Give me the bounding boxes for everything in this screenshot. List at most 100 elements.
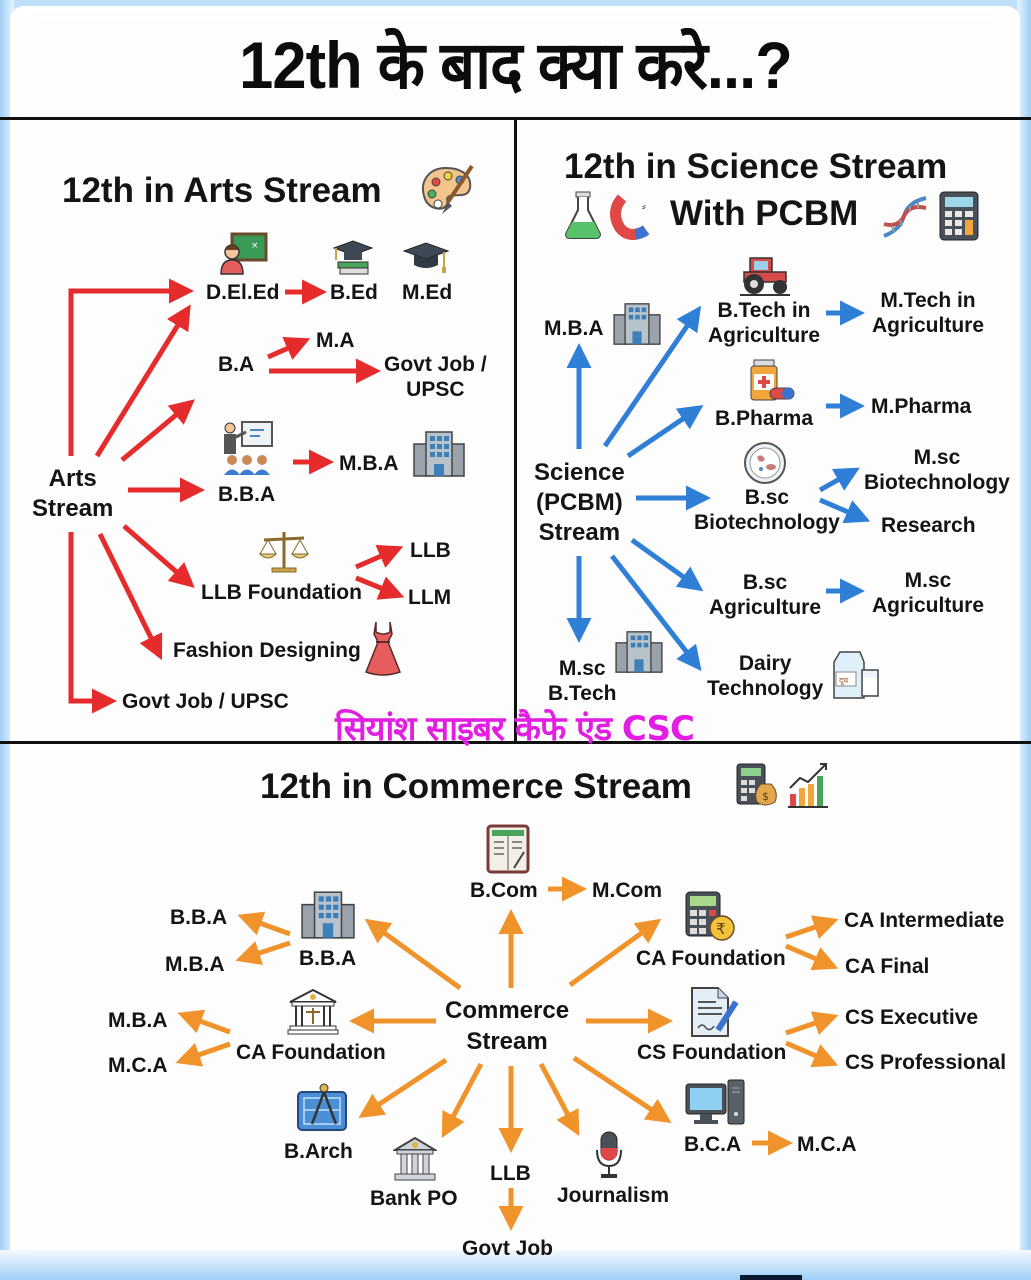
arrow-arts-deled-elbow <box>68 278 194 456</box>
dairy-line1: Dairy <box>738 652 792 675</box>
teacher-icon: × <box>220 232 268 275</box>
ledger-book-icon <box>486 824 530 874</box>
arrow-com-bca <box>572 1055 672 1123</box>
commerce-node-barch: B.Arch <box>284 1140 353 1163</box>
commerce-node-mba-out2: M.B.A <box>108 1009 168 1032</box>
commerce-node-cs-foundation: CS Foundation <box>637 1041 787 1064</box>
bank-icon <box>393 1136 437 1181</box>
arrow-com-bankpo <box>441 1062 484 1138</box>
page-title: 12th के बाद क्या करे...? <box>239 28 793 102</box>
document-pen-icon <box>691 987 739 1037</box>
blueprint-compass-icon <box>297 1083 347 1131</box>
arrow-ca-intermediate <box>785 915 839 940</box>
science-node-bpharma: B.Pharma <box>715 407 814 430</box>
commerce-root: Commerce Stream <box>445 995 569 1057</box>
arts-root-line2: Stream <box>32 495 114 522</box>
commerce-node-mcom: M.Com <box>592 879 662 902</box>
science-root-line1: Science <box>534 459 625 486</box>
btech-agri-line1: B.Tech in <box>717 299 811 322</box>
commerce-node-cs-professional: CS Professional <box>845 1051 1007 1074</box>
msc-btech-line2: B.Tech <box>548 682 617 705</box>
commerce-node-ca-foundation-right: CA Foundation <box>636 947 786 970</box>
office-building-icon <box>613 303 661 345</box>
arrow-sci-btech-agri <box>602 305 702 448</box>
commerce-node-ca-final: CA Final <box>845 955 930 978</box>
frame-edge-bottom <box>0 1250 1031 1280</box>
arts-node-ma: M.A <box>316 329 355 352</box>
dairy-line2: Technology <box>707 677 824 700</box>
arrow-arts-govt-job-elbow <box>68 532 117 714</box>
arrow-ca-final <box>785 943 839 971</box>
arrow-sci-bpharma <box>626 404 704 459</box>
svg-text:⸗: ⸗ <box>642 200 646 213</box>
frame-edge-right <box>1017 0 1031 1280</box>
arrow-arts-llb-foundation <box>122 524 195 588</box>
arrow-com-journalism <box>538 1062 580 1136</box>
arts-node-bed: B.Ed <box>330 281 378 304</box>
commerce-node-cs-executive: CS Executive <box>845 1006 979 1029</box>
msc-biotech-line2: Biotechnology <box>864 471 1010 494</box>
arrow-ba-ma <box>266 337 311 360</box>
commerce-node-bba-out: B.B.A <box>170 906 228 929</box>
arrow-caleft-mba <box>177 1009 231 1035</box>
computer-icon <box>685 1079 745 1125</box>
science-title-line2: With PCBM <box>670 194 859 233</box>
office-building-icon <box>301 891 355 939</box>
graduation-cap-icon <box>402 242 450 273</box>
flask-icon <box>564 191 602 239</box>
btech-agri-line2: Agriculture <box>708 324 821 347</box>
milk-carton-icon: दूध <box>833 651 879 699</box>
scales-icon <box>258 532 310 573</box>
divider-vertical <box>514 117 517 743</box>
bsc-biotech-line2: Biotechnology <box>694 511 840 534</box>
arrow-arts-deled <box>94 304 191 458</box>
divider-middle <box>0 741 1031 744</box>
govt-job-line2: UPSC <box>406 378 465 401</box>
science-root: Science (PCBM) Stream <box>534 458 625 548</box>
commerce-node-ca-intermediate: CA Intermediate <box>844 909 1005 932</box>
commerce-root-line1: Commerce <box>445 997 570 1024</box>
svg-text:₹: ₹ <box>716 920 726 938</box>
arrow-biotech-research <box>819 497 871 524</box>
msc-agri-line2: Agriculture <box>872 594 985 617</box>
arrow-cs-executive <box>785 1011 839 1036</box>
commerce-node-journalism: Journalism <box>557 1184 670 1207</box>
arrow-biotech-msc <box>818 467 860 493</box>
commerce-node-mca-out1: M.C.A <box>108 1054 168 1077</box>
arrow-arts-ba <box>120 399 195 462</box>
mtech-agri-line2: Agriculture <box>872 314 985 337</box>
science-root-line2: (PCBM) <box>536 489 623 516</box>
arrow-sci-bsc-agri <box>630 537 704 592</box>
petri-dish-icon <box>744 442 786 484</box>
commerce-node-bba-center: B.B.A <box>299 947 357 970</box>
msc-btech-line1: M.sc <box>558 657 606 680</box>
arts-node-llb: LLB <box>410 539 451 562</box>
commerce-title: 12th in Commerce Stream <box>260 767 692 806</box>
arts-node-med: M.Ed <box>402 281 453 304</box>
growth-chart-icon <box>788 763 828 808</box>
arts-root-line1: Arts <box>48 465 97 492</box>
science-node-research: Research <box>881 514 976 537</box>
science-node-btech-agri: B.Tech in Agriculture <box>708 298 820 348</box>
dna-icon <box>883 196 927 238</box>
arrow-caleft-mca <box>175 1041 231 1067</box>
arts-node-llb-foundation: LLB Foundation <box>201 581 362 604</box>
arrow-bba-bba <box>237 911 291 937</box>
arrow-com-barch <box>358 1057 448 1118</box>
science-title-line1: 12th in Science Stream <box>564 147 948 186</box>
commerce-node-bank-po: Bank PO <box>370 1187 458 1210</box>
science-node-bsc-biotech: B.sc Biotechnology <box>694 485 840 535</box>
svg-text:$: $ <box>762 790 769 803</box>
arts-root: Arts Stream <box>32 464 113 524</box>
commerce-node-mba-out1: M.B.A <box>165 953 225 976</box>
mtech-agri-line1: M.Tech in <box>880 289 976 312</box>
commerce-root-line2: Stream <box>466 1028 548 1055</box>
dress-icon <box>365 621 401 676</box>
arrow-llbf-llb <box>355 544 404 570</box>
office-building-icon <box>615 631 663 673</box>
arts-node-govt-job: Govt Job / UPSC <box>122 690 289 713</box>
arrow-com-ca-right <box>568 918 662 988</box>
svg-text:दूध: दूध <box>839 676 849 686</box>
science-root-line3: Stream <box>538 519 621 546</box>
